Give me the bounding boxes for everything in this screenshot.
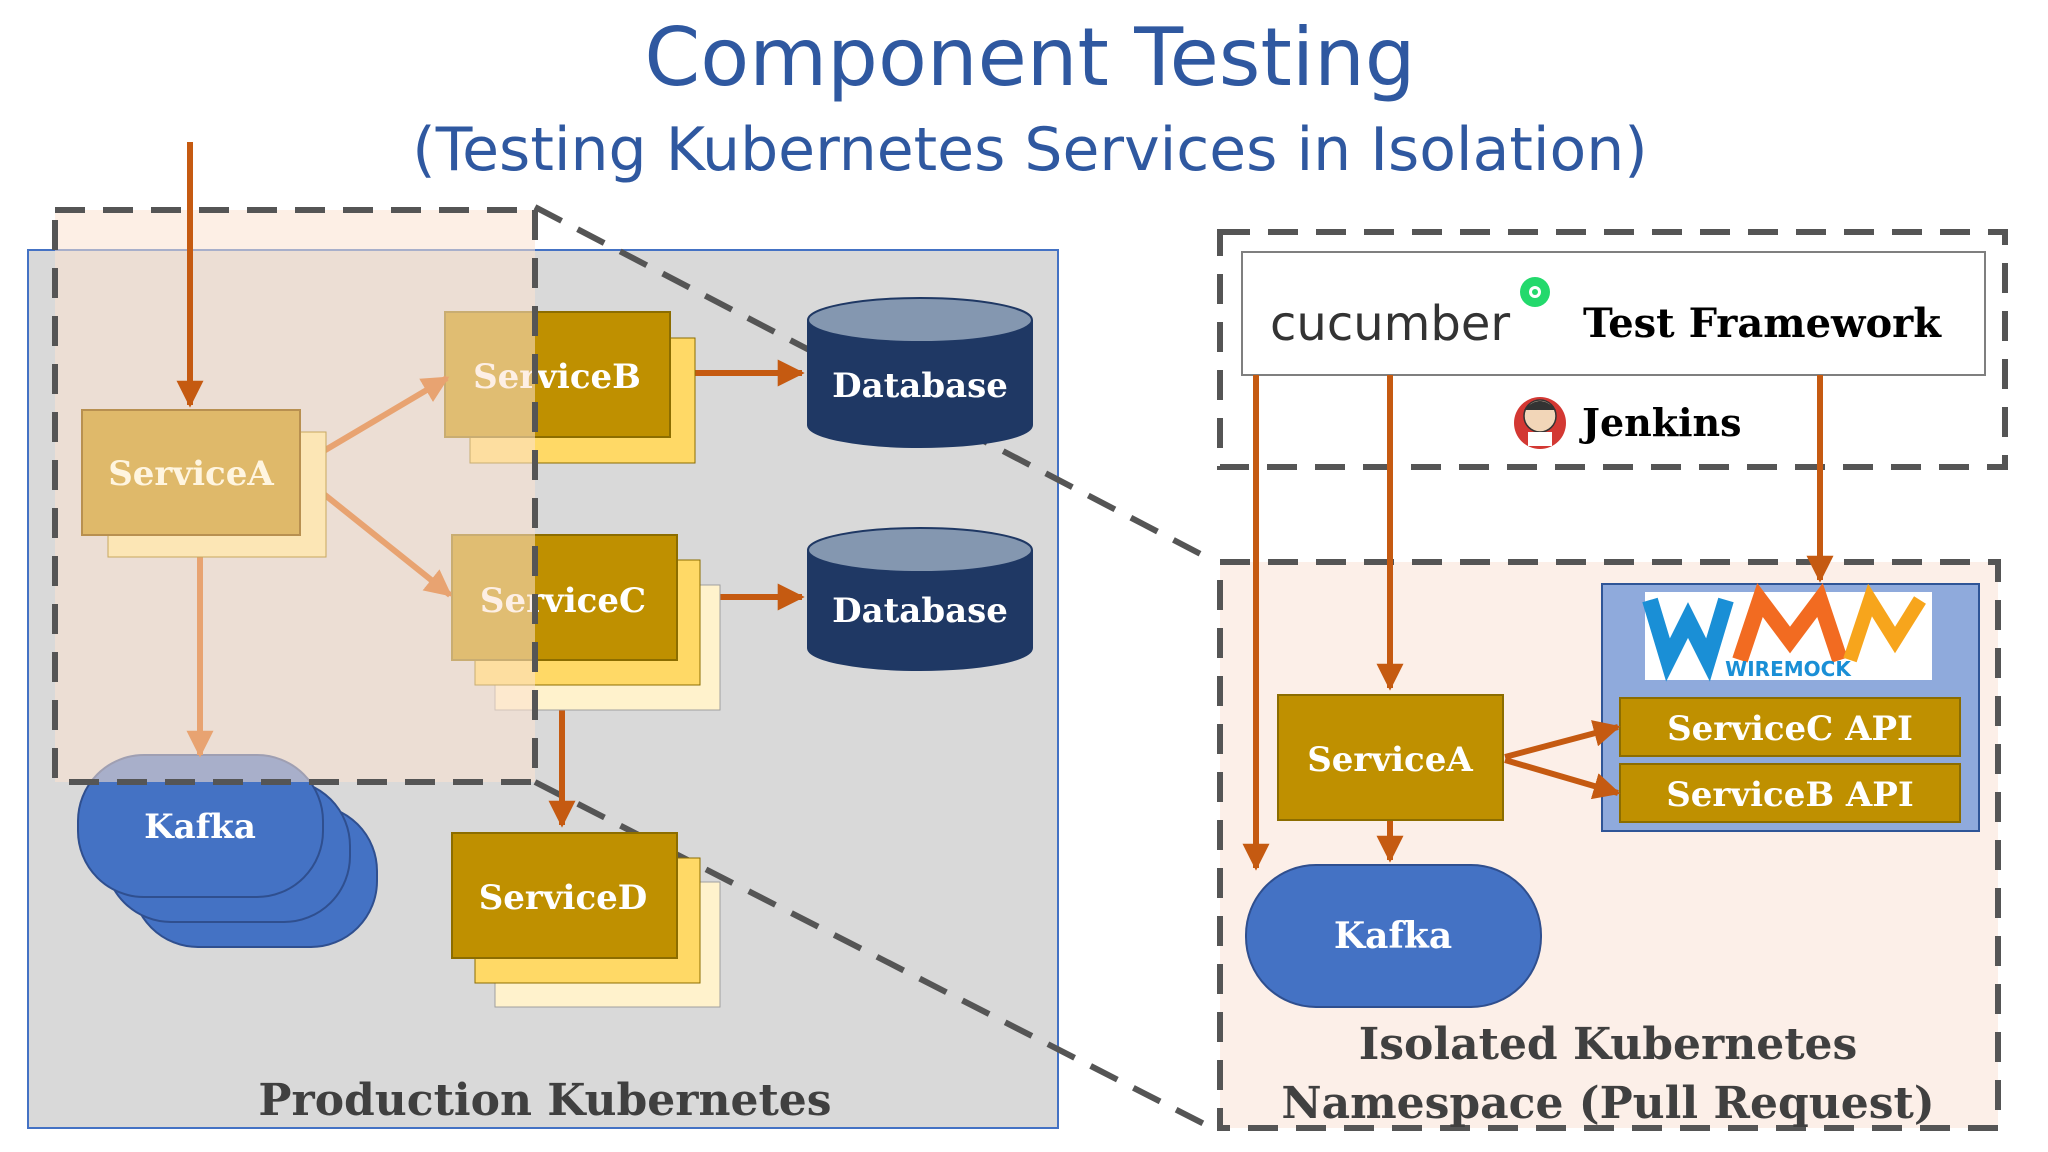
isolated-kafka-label: Kafka [1334,915,1452,957]
servicec-api-box [1619,697,1961,757]
production-kubernetes-label: Production Kubernetes [258,1075,831,1126]
database-1: Database [807,297,1033,448]
zoom-selection-box [52,207,538,785]
production-kafka-label: Kafka [144,807,256,847]
isolated-servicea-box: ServiceA [1277,694,1504,821]
jenkins-icon [1514,397,1566,449]
serviced-box: ServiceD [451,832,721,1008]
cucumber-logo-text: cucumber [1270,296,1510,352]
isolated-label-line2: Namespace (Pull Request) [1281,1078,1934,1129]
database-1-label: Database [832,366,1008,406]
page-subtitle: (Testing Kubernetes Services in Isolatio… [412,115,1647,185]
wiremock-logo-text: WIREMOCK [1725,657,1852,681]
isolated-kafka: Kafka [1245,864,1542,1008]
production-servicea-box: ServiceA [81,409,327,558]
zoom-line-top [533,204,1214,563]
wiremock-logo: WIREMOCK [1642,582,1932,682]
zoom-line-bottom [533,779,1214,1131]
wiremock-panel: WIREMOCK ServiceC API ServiceB API [1601,582,1980,832]
isolated-servicea-label: ServiceA [1307,740,1473,780]
serviceb-api-label: ServiceB API [1666,775,1914,815]
cucumber-icon [1520,277,1550,307]
database-2-label: Database [832,591,1008,631]
servicec-api-label: ServiceC API [1667,709,1913,749]
test-framework-label: Test Framework [1583,300,1942,347]
jenkins-label: Jenkins [1579,400,1742,445]
page-title: Component Testing [644,11,1415,104]
production-servicea-label: ServiceA [108,454,274,494]
serviced-label: ServiceD [479,878,648,918]
isolated-label-line1: Isolated Kubernetes [1359,1019,1858,1070]
serviceb-api-box [1619,763,1961,823]
arrow-servicea-servicec-api [1504,720,1621,760]
arrow-servicea-serviceb-api [1504,757,1621,800]
test-framework-panel: cucumber Test Framework Jenkins [1217,229,2008,470]
database-2: Database [807,527,1033,671]
